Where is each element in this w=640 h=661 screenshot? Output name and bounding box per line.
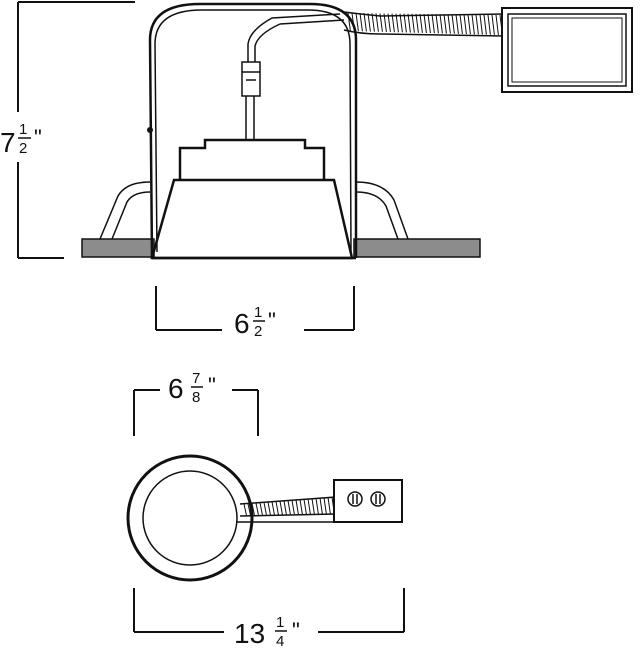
top-flex-conduit [239,496,337,517]
svg-text:": " [268,308,276,333]
lamp-holder [178,138,326,180]
trim-width-dimension: 6 1 2 " [155,286,355,340]
socket-stem [245,96,255,140]
svg-text:1: 1 [276,614,284,631]
right-mounting-clip [355,181,409,240]
height-dimension-bracket [17,1,135,259]
svg-text:2: 2 [19,140,27,157]
right-flange [353,238,481,258]
knockout-right [370,491,386,507]
svg-text:1: 1 [254,304,262,321]
svg-text:": " [292,618,300,643]
height-label: 7 1 2 " [0,121,42,158]
housing-can [148,2,358,259]
junction-box [501,7,633,93]
svg-text:4: 4 [276,633,284,650]
overall-length-dimension: 13 1 4 " [133,588,405,650]
top-width-dimension: 6 7 8 " [133,370,259,436]
svg-text:": " [34,125,42,150]
svg-text:8: 8 [192,389,200,406]
top-junction-box [333,479,403,523]
svg-text:7: 7 [192,370,200,387]
top-view: 6 7 8 " [126,370,405,650]
svg-text:1: 1 [19,121,27,138]
trim-ring-inner [142,470,238,566]
svg-text:7: 7 [0,127,16,158]
left-mounting-clip [99,181,151,240]
flex-conduit [343,11,505,37]
reflector-cone [150,178,354,260]
svg-text:": " [208,373,216,398]
left-flange [81,238,155,258]
knockout-left [347,491,363,507]
housing-knob [147,127,153,133]
wire-connector [241,61,261,97]
svg-text:13: 13 [234,618,265,649]
svg-text:6: 6 [234,308,250,339]
svg-text:6: 6 [168,373,184,404]
svg-text:2: 2 [254,323,262,340]
side-view: 7 1 2 " 6 1 2 " [0,1,633,340]
